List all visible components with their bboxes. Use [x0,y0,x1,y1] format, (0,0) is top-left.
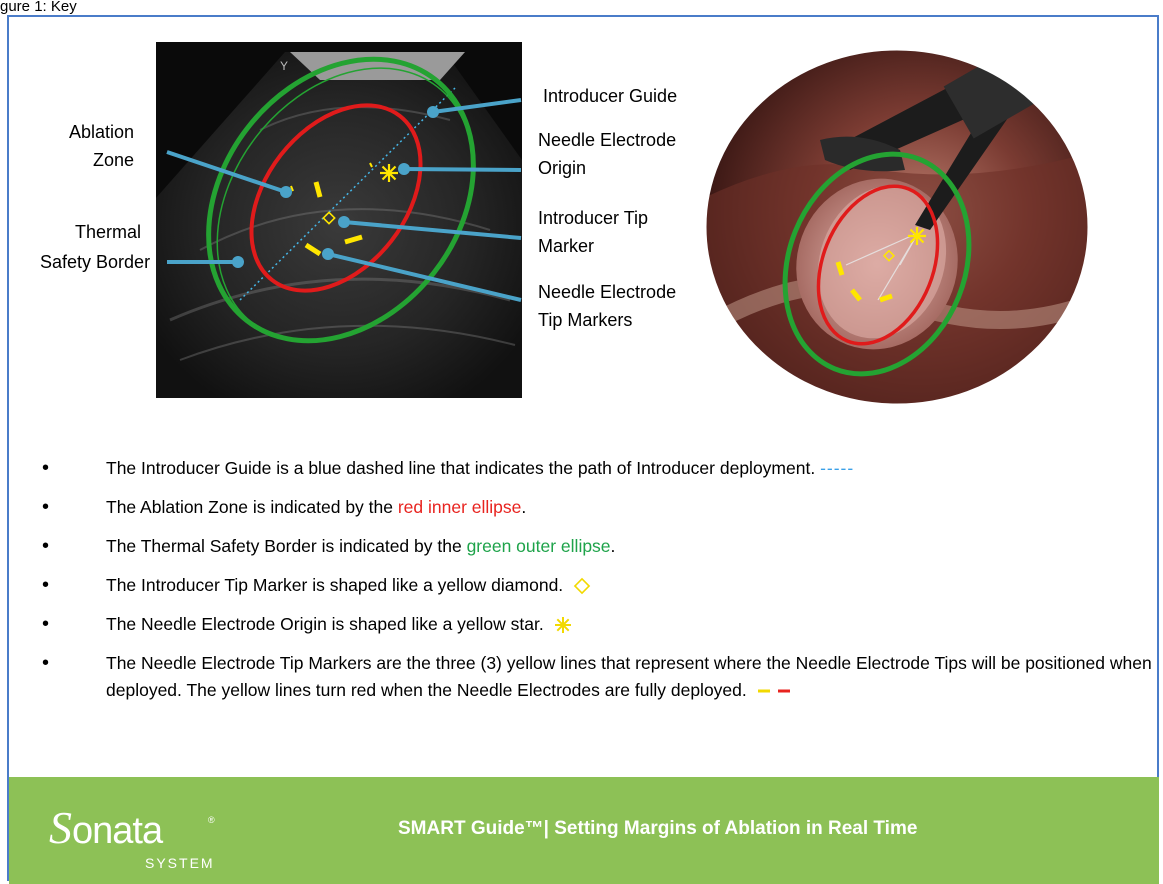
label-ablation-line1: Ablation [50,118,134,146]
svg-text:Y: Y [280,59,288,73]
footer-bar: Sonata ® SYSTEM SMART Guide™| Setting Ma… [9,777,1159,884]
bullet-ablation-zone: The Ablation Zone is indicated by the re… [42,494,1152,521]
footer-title: SMART Guide™| Setting Margins of Ablatio… [398,818,917,840]
blue-dash-swatch: ----- [820,458,854,478]
ultrasound-image: Y [154,7,528,398]
label-ablation-line2: Zone [50,146,134,174]
label-needle-origin-line1: Needle Electrode [538,126,676,154]
diamond-icon [572,577,592,595]
bullet-introducer-tip: The Introducer Tip Marker is shaped like… [42,572,1152,599]
bullet-needle-origin: The Needle Electrode Origin is shaped li… [42,611,1152,638]
label-needle-tips-line2: Tip Markers [538,306,632,334]
label-thermal-line2: Safety Border [40,248,141,276]
label-introducer-tip-line1: Introducer Tip [538,204,648,232]
label-introducer-tip-line2: Marker [538,232,594,260]
tip-marker-swatch-icon [756,686,794,696]
bullet-introducer-guide: The Introducer Guide is a blue dashed li… [42,455,1152,482]
label-needle-tips-line1: Needle Electrode [538,278,676,306]
star-icon [553,616,573,634]
label-introducer-guide: Introducer Guide [543,82,677,110]
label-needle-origin-line2: Origin [538,154,586,182]
key-bullet-list: The Introducer Guide is a blue dashed li… [42,455,1152,716]
bullet-needle-tips: The Needle Electrode Tip Markers are the… [42,650,1152,704]
anatomy-illustration [700,22,1100,420]
sonata-logo: Sonata ® SYSTEM [29,791,229,881]
bullet-thermal-border: The Thermal Safety Border is indicated b… [42,533,1152,560]
label-thermal-line1: Thermal [40,218,141,246]
